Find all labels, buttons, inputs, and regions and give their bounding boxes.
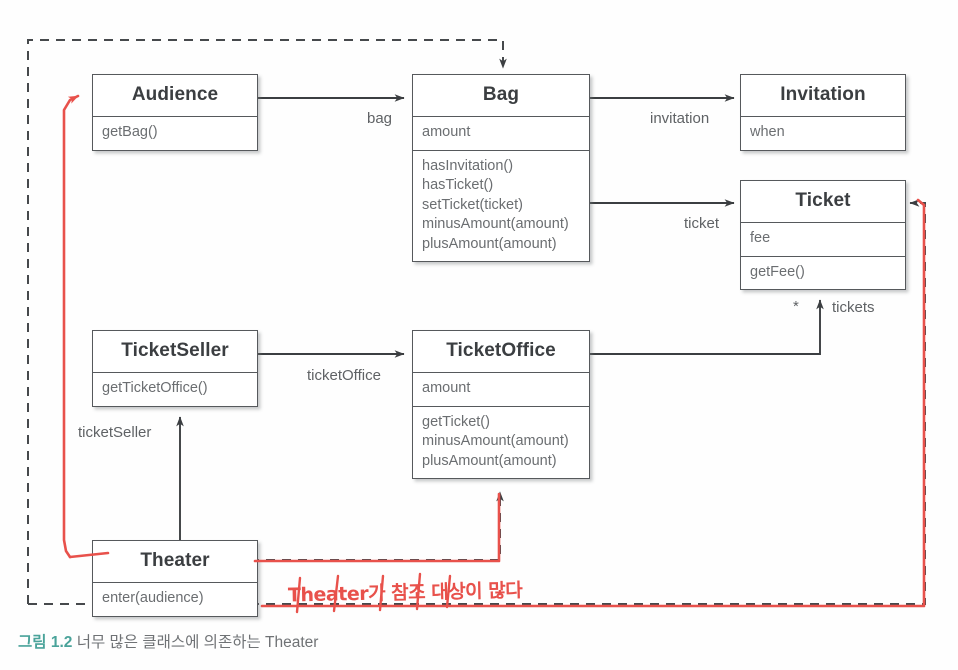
edge-theater-ticketoffice-dependency [250, 491, 504, 561]
operation-item: hasInvitation() [422, 157, 514, 174]
operation-item: getBag() [102, 124, 158, 140]
operation-item: getFee() [750, 263, 805, 280]
class-name-ticketseller: TicketSeller [121, 340, 229, 361]
operation-item: enter(audience) [102, 590, 204, 606]
edge-ticketoffice-ticket [590, 299, 824, 355]
class-name-bag: Bag [482, 84, 520, 105]
class-name-audience: Audience [131, 84, 219, 105]
handwritten-annotation: Theater가 참조 대상이 많다 [287, 579, 523, 607]
operation-item: hasTicket() [422, 177, 494, 193]
operation-item: getTicketOffice() [102, 380, 208, 396]
operations-compartment-theater: enter(audience) [93, 582, 257, 616]
class-box-invitation[interactable]: Invitation when [740, 74, 906, 151]
figure-caption-number: 그림 1.2 [18, 634, 73, 651]
operations-compartment-bag: hasInvitation() hasTicket() setTicket(ti… [413, 149, 589, 262]
ink-theater-audience [62, 94, 110, 559]
class-box-ticket[interactable]: Ticket fee getFee() [740, 180, 906, 290]
edge-label-ticket: ticket [684, 215, 720, 232]
attributes-compartment-ticket: fee [741, 222, 905, 256]
edge-label-ticketseller: ticketSeller [78, 424, 152, 441]
edge-label-ticketoffice: ticketOffice [307, 367, 381, 384]
operations-compartment-audience: getBag() [93, 116, 257, 150]
operation-item: setTicket(ticket) [422, 196, 523, 213]
ink-theater-ticketoffice [253, 492, 501, 563]
operation-item: minusAmount(amount) [422, 216, 569, 232]
attributes-compartment-ticketoffice: amount [413, 372, 589, 406]
class-box-ticketseller[interactable]: TicketSeller getTicketOffice() [92, 330, 258, 407]
figure-caption-text: 너무 많은 클래스에 의존하는 Theater [76, 634, 319, 651]
class-name-ticket: Ticket [795, 190, 851, 211]
operations-compartment-ticketseller: getTicketOffice() [93, 372, 257, 406]
attribute-item: fee [750, 230, 771, 246]
class-name-theater: Theater [140, 550, 210, 571]
attribute-item: amount [422, 124, 471, 140]
operations-compartment-ticket: getFee() [741, 255, 905, 290]
class-name-ticketoffice: TicketOffice [446, 340, 556, 361]
class-name-invitation: Invitation [780, 84, 866, 105]
edge-label-invitation: invitation [650, 110, 710, 127]
edge-label-tickets: tickets [832, 299, 875, 316]
operation-item: plusAmount(amount) [422, 452, 557, 469]
operation-item: plusAmount(amount) [422, 235, 557, 252]
operations-compartment-ticketoffice: getTicket() minusAmount(amount) plusAmou… [413, 405, 589, 479]
attribute-item: when [750, 124, 785, 140]
edge-label-bag: bag [367, 110, 393, 127]
attributes-compartment-invitation: when [741, 116, 905, 150]
class-box-bag[interactable]: Bag amount hasInvitation() hasTicket() s… [412, 74, 590, 262]
operation-item: minusAmount(amount) [422, 433, 569, 449]
figure-caption: 그림 1.2 너무 많은 클래스에 의존하는 Theater [18, 630, 318, 652]
attributes-compartment-bag: amount [413, 116, 589, 150]
class-box-audience[interactable]: Audience getBag() [92, 74, 258, 151]
class-box-theater[interactable]: Theater enter(audience) [92, 540, 258, 617]
class-box-ticketoffice[interactable]: TicketOffice amount getTicket() minusAmo… [412, 330, 590, 479]
multiplicity-label-tickets: * [793, 298, 799, 315]
attribute-item: amount [422, 380, 471, 396]
operation-item: getTicket() [422, 413, 490, 430]
